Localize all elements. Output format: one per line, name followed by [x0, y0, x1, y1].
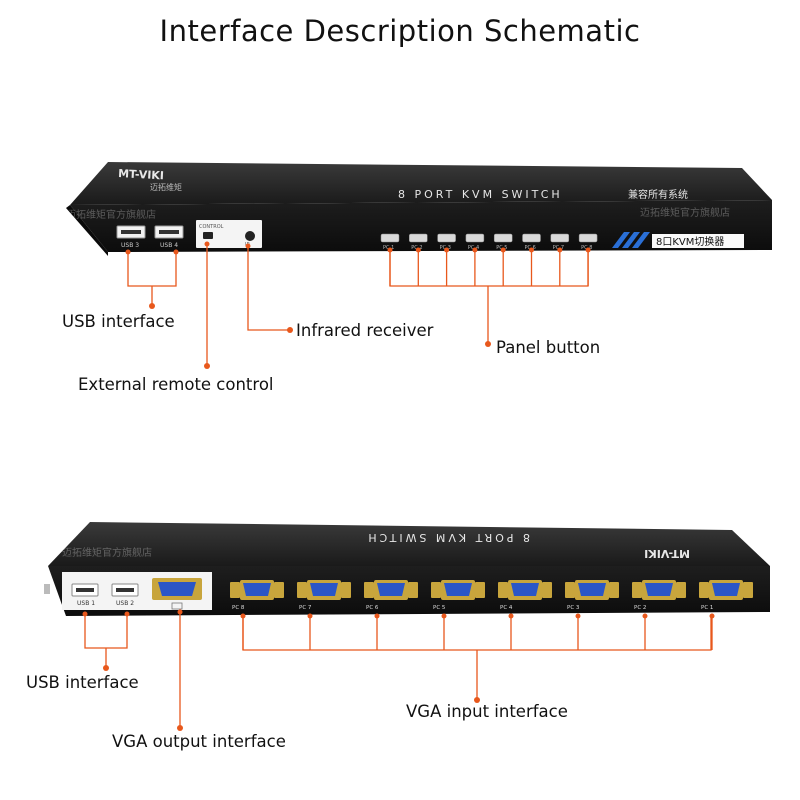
vga-input-port-pc6[interactable]: PC 6 — [364, 580, 418, 611]
vga-input-port-pc2[interactable]: PC 2 — [632, 580, 686, 611]
vga-input-label: PC 1 — [701, 605, 713, 611]
brand-logo-rear: MT-VIKI — [644, 547, 690, 560]
vga-input-leader — [242, 616, 712, 651]
ir-leader — [247, 246, 290, 331]
model-badge-text: 8口KVM切换器 — [656, 235, 724, 248]
vga-input-port-pc8[interactable]: PC 8 — [230, 580, 284, 611]
vga-input-label: PC 2 — [634, 605, 646, 611]
vga-input-label: PC 7 — [299, 605, 312, 611]
model-label-rear: 8 PORT KVM SWITCH — [365, 531, 530, 544]
external-remote-control-label: External remote control — [78, 375, 274, 394]
ir-receiver-window — [245, 231, 255, 241]
bottom-leaders — [84, 612, 713, 728]
usb-port-usb2[interactable]: USB 2 — [111, 583, 139, 607]
top-leaders — [127, 244, 589, 366]
usb-port-usb1[interactable]: USB 1 — [71, 583, 99, 607]
vga-output-interface-label: VGA output interface — [112, 732, 286, 751]
usb-leader-bottom — [84, 614, 128, 649]
vga-input-port-pc1[interactable]: PC 1 — [699, 580, 753, 611]
top-leader-dots — [125, 241, 591, 369]
model-badge: 8口KVM切换器 — [612, 232, 744, 248]
vga-input-interface-label: VGA input interface — [406, 702, 568, 721]
vga-input-label: PC 8 — [232, 605, 245, 611]
usb-port-label: USB 3 — [121, 242, 139, 249]
bottom-unit-lid — [48, 522, 770, 566]
vga-input-label: PC 3 — [567, 605, 580, 611]
remote-control-jack[interactable] — [203, 232, 213, 239]
usb-interface-top-label: USB interface — [62, 312, 175, 331]
usb-interface-bottom-label: USB interface — [26, 673, 139, 692]
model-label: 8 PORT KVM SWITCH — [398, 188, 563, 201]
usb-port-usb4[interactable]: USB 4 — [154, 225, 184, 249]
vga-input-label: PC 4 — [500, 605, 513, 611]
panel-button-label: Panel button — [496, 338, 601, 357]
bottom-unit: 8 PORT KVM SWITCH MT-VIKI 迈拓维矩官方旗舰店 USB … — [44, 522, 770, 616]
control-label: CONTROL — [199, 224, 224, 230]
vga-input-port-pc4[interactable]: PC 4 — [498, 580, 552, 611]
top-unit: MT-VIKI 迈拓维矩 8 PORT KVM SWITCH 兼容所有系统 迈拓… — [66, 162, 772, 256]
usb-port-label: USB 1 — [77, 600, 95, 607]
infrared-receiver-label: Infrared receiver — [296, 321, 434, 340]
model-cn-label: 兼容所有系统 — [628, 188, 688, 201]
usb-port-label: USB 4 — [160, 242, 178, 249]
usb-port-label: USB 2 — [116, 600, 134, 607]
vga-inputs: PC 8 PC 7 PC 6 PC 5 PC 4 PC 3 PC 2 PC 1 — [230, 580, 753, 611]
vga-input-port-pc3[interactable]: PC 3 — [565, 580, 619, 611]
vga-input-port-pc5[interactable]: PC 5 — [431, 580, 485, 611]
top-unit-lid — [70, 162, 772, 205]
vga-input-label: PC 6 — [366, 605, 379, 611]
brand-cn-logo: 迈拓维矩 — [150, 182, 182, 192]
bottom-leader-dots — [82, 609, 715, 731]
watermark-rear: 迈拓维矩官方旗舰店 — [62, 546, 152, 559]
watermark: 迈拓维矩官方旗舰店 — [640, 206, 730, 219]
usb-leader — [127, 252, 177, 287]
brand-logo: MT-VIKI — [118, 167, 164, 182]
vga-input-label: PC 5 — [433, 605, 446, 611]
vga-output-port[interactable] — [152, 578, 202, 610]
page-title: Interface Description Schematic — [159, 14, 641, 48]
watermark-left: 迈拓维矩官方旗舰店 — [66, 208, 156, 221]
vga-input-port-pc7[interactable]: PC 7 — [297, 580, 351, 611]
usb-port-usb3[interactable]: USB 3 — [116, 225, 146, 249]
panel-leader — [389, 250, 589, 287]
